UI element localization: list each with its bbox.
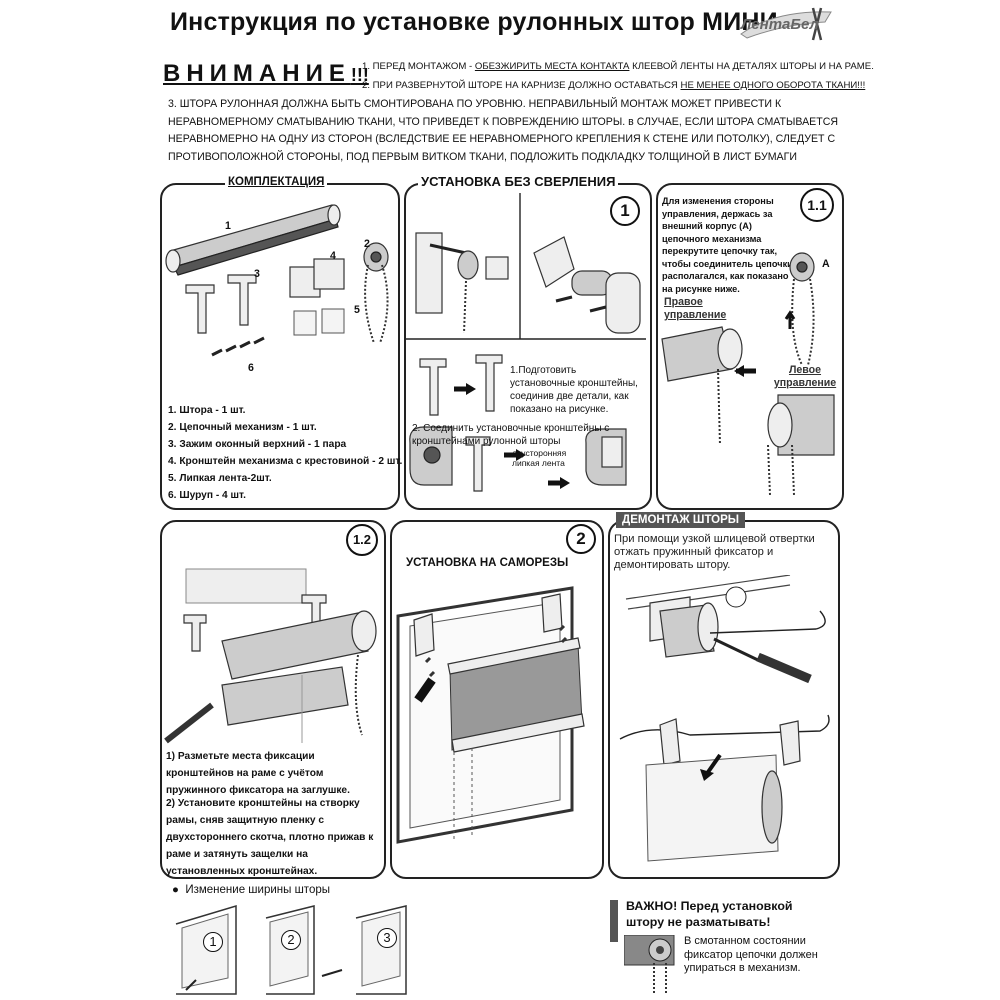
dismount-illustration [619,575,830,862]
list-item: 4. Кронштейн механизма с крестовиной - 2… [168,456,403,467]
side-change-illustration [661,252,835,496]
width-step-1: 1 [203,932,223,952]
warning-lines: 1. ПЕРЕД МОНТАЖОМ - ОБЕЗЖИРИТЬ МЕСТА КОН… [362,61,874,91]
tape-label: двусторонняя липкая лента [512,448,567,468]
no-drill-illustration-bottom [409,354,627,492]
right-control-label: Правое управление [664,296,727,321]
important-title: ВАЖНО! Перед установкой штору не разматы… [626,899,793,929]
width-change-label: ● Изменение ширины шторы [172,884,330,896]
important-marker [610,900,618,942]
kit-label-2: 2 [364,238,370,250]
kit-illustration [165,204,389,357]
side-change-text: Для изменения стороны управления, держас… [662,196,793,294]
warning-paragraph-3: 3. ШТОРА РУЛОННАЯ ДОЛЖНА БЫТЬ СМОНТИРОВА… [168,98,839,163]
important-text: В смотанном состоянии фиксатор цепочки д… [684,935,818,974]
step-number-1-1: 1.1 [800,188,834,222]
screws-header: УСТАНОВКА НА САМОРЕЗЫ [406,557,569,569]
label-a: A [822,258,830,270]
frame-text-1: 1) Разметьте места фиксации кронштейнов … [166,751,350,796]
list-item: 6. Шуруп - 4 шт. [168,490,246,501]
frame-illustration [164,568,377,744]
kit-header: КОМПЛЕКТАЦИЯ [225,176,328,188]
kit-label-3: 3 [254,268,260,280]
frame-text-2: 2) Установите кронштейны на створку рамы… [166,798,374,877]
kit-items-list: 1. Штора - 1 шт. 2. Цепочный механизм - … [168,402,402,504]
brand-name: ЛентаБел [741,16,819,33]
no-drill-step-1-text: 1.Подготовить установочные кронштейны, с… [510,365,638,415]
list-item: 1. Штора - 1 шт. [168,405,246,416]
no-drill-header: УСТАНОВКА БЕЗ СВЕРЛЕНИЯ [418,174,619,189]
width-step-3: 3 [377,928,397,948]
width-step-2: 2 [281,930,301,950]
brand-logo-icon [740,7,832,41]
kit-label-5: 5 [354,304,360,316]
list-item: 5. Липкая лента-2шт. [168,473,272,484]
page-title: Инструкция по установке рулонных штор МИ… [170,8,778,36]
warning-word: ВНИМАНИЕ!!! [163,60,369,87]
step-number-1-2: 1.2 [346,524,378,556]
list-item: 3. Зажим оконный верхний - 1 пара [168,439,347,450]
kit-label-4: 4 [330,250,336,262]
list-item: 2. Цепочный механизм - 1 шт. [168,422,317,433]
no-drill-illustration-top [406,193,646,340]
dismount-header: ДЕМОНТАЖ ШТОРЫ [616,512,746,528]
left-control-label: Левое управление [773,364,837,389]
screws-illustration [396,586,585,844]
kit-label-1: 1 [225,220,231,232]
kit-label-6: 6 [248,362,254,374]
step-number-1: 1 [610,196,640,226]
important-illustration [624,935,675,993]
step-number-2: 2 [566,524,596,554]
no-drill-step-2-text: 2. Соединить установочные кронштейны с к… [412,423,610,447]
dismount-text: При помощи узкой шлицевой отвертки отжат… [614,533,815,571]
